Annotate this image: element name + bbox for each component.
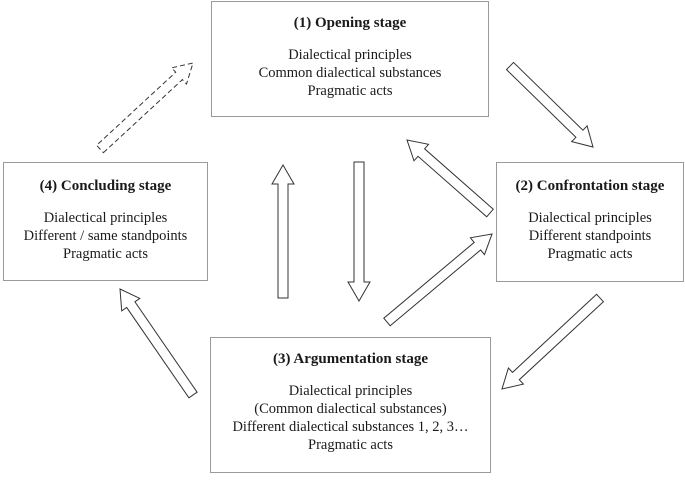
- arrow-confrontation-to-argumentation: [501, 293, 605, 390]
- confrontation-stage-line-2: Different standpoints: [528, 228, 652, 244]
- opening-stage-line-3: Pragmatic acts: [307, 83, 393, 99]
- arrow-concluding-to-opening: [95, 62, 194, 154]
- concluding-stage-line-2: Different / same standpoints: [23, 228, 188, 244]
- concluding-stage-title: (4) Concluding stage: [39, 178, 172, 194]
- arrow-argumentation-to-opening: [271, 164, 295, 299]
- opening-stage-line-1: Dialectical principles: [288, 47, 412, 63]
- confrontation-stage-box: (2) Confrontation stage Dialectical prin…: [496, 162, 684, 282]
- arrow-opening-to-confrontation: [505, 61, 594, 148]
- confrontation-stage-line-1: Dialectical principles: [528, 210, 652, 226]
- concluding-stage-line-1: Dialectical principles: [43, 210, 168, 226]
- opening-stage-line-2: Common dialectical substances: [258, 65, 442, 81]
- concluding-stage-line-3: Pragmatic acts: [63, 246, 148, 262]
- confrontation-stage-title: (2) Confrontation stage: [515, 178, 665, 194]
- argumentation-stage-line-2: (Common dialectical substances): [254, 401, 447, 417]
- argumentation-stage-line-4: Pragmatic acts: [308, 437, 393, 453]
- opening-stage-title: (1) Opening stage: [293, 15, 407, 31]
- arrow-opening-to-argumentation: [347, 161, 371, 302]
- argumentation-stage-title: (3) Argumentation stage: [273, 351, 428, 367]
- argumentation-stage-box: (3) Argumentation stage Dialectical prin…: [210, 337, 491, 473]
- arrow-confrontation-to-opening: [406, 139, 495, 218]
- arrow-argumentation-to-confrontation: [383, 233, 493, 327]
- opening-stage-box: (1) Opening stage Dialectical principles…: [211, 1, 489, 117]
- confrontation-stage-line-3: Pragmatic acts: [547, 246, 633, 262]
- arrow-argumentation-to-concluding: [119, 288, 198, 399]
- concluding-stage-box: (4) Concluding stage Dialectical princip…: [3, 162, 208, 281]
- argumentation-stage-line-3: Different dialectical substances 1, 2, 3…: [232, 419, 469, 435]
- argumentation-stage-line-1: Dialectical principles: [288, 383, 413, 399]
